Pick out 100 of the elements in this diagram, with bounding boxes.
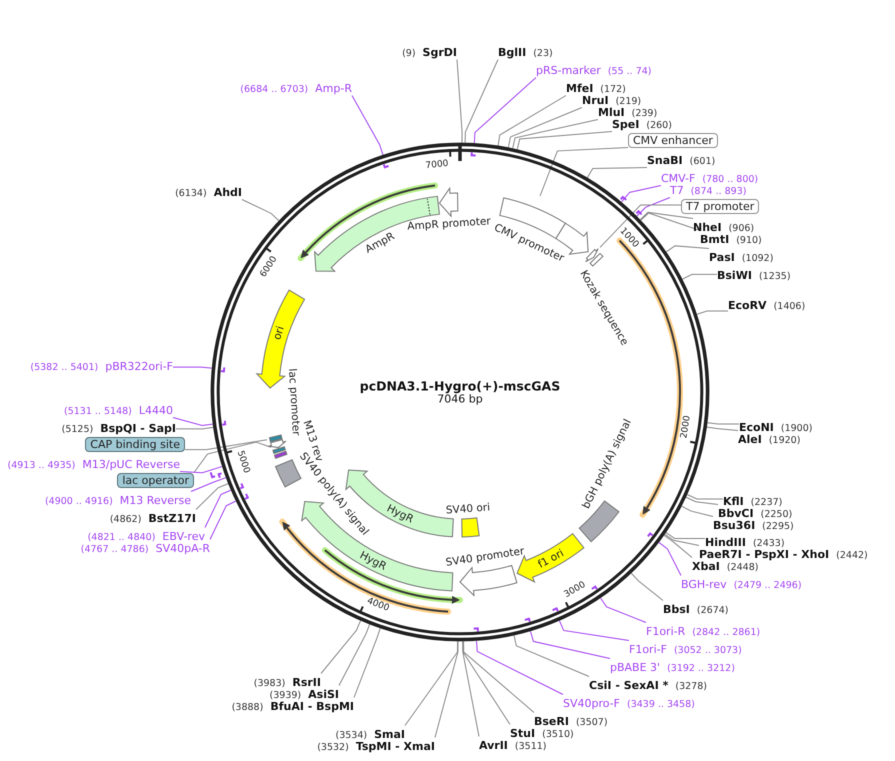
site-position: (172) xyxy=(600,84,626,94)
primer-name: pRS-marker xyxy=(536,64,601,76)
site-position: (2250) xyxy=(760,508,792,520)
leader-line xyxy=(666,245,710,252)
site-position: (9) xyxy=(402,48,416,58)
enzyme-name: SmaI xyxy=(374,728,405,740)
enzyme-name: BbsI xyxy=(663,602,690,616)
feature-label: f1 ori xyxy=(536,547,566,571)
leader-line xyxy=(600,204,682,248)
leader-line xyxy=(210,500,236,540)
enzyme-name: CsiI - SexAI * xyxy=(589,678,668,692)
enzyme-name: PaeR7I - PspXI - XhoI xyxy=(699,548,830,560)
leader-line xyxy=(666,532,706,540)
enzyme-name: NruI xyxy=(582,94,609,106)
leader-line xyxy=(586,167,648,178)
enzyme-name: RsrII xyxy=(292,676,321,688)
leader-line xyxy=(434,640,458,738)
enzyme-name: BsiWI xyxy=(717,268,752,282)
leader-line xyxy=(514,634,590,677)
leader-line xyxy=(320,620,362,674)
primer-position: (55 .. 74) xyxy=(608,66,652,76)
primer-position: (2842 .. 2861) xyxy=(692,626,760,638)
enzyme-name: NheI xyxy=(693,220,722,234)
enzyme-name: AhdI xyxy=(214,186,242,198)
primer-name: L4440 xyxy=(138,404,173,416)
site-position: (2433) xyxy=(752,538,785,548)
primer-name: BGH-rev xyxy=(681,578,727,590)
primer-position: (4767 .. 4786) xyxy=(80,544,149,554)
feature-label: ori xyxy=(271,324,288,342)
enzyme-name: AvrII xyxy=(479,738,508,752)
leader-line xyxy=(190,477,226,492)
leader-line xyxy=(456,59,463,144)
enzyme-name: BbvCI xyxy=(718,506,754,520)
enzyme-name: Bsu36I xyxy=(713,518,756,532)
site-position: (3510) xyxy=(542,728,574,740)
leader-line xyxy=(476,640,564,695)
leader-line xyxy=(508,107,582,148)
leader-line xyxy=(184,439,268,450)
primer-position: (6684 .. 6703) xyxy=(240,84,308,94)
site-position: (219) xyxy=(616,96,642,106)
leader-line xyxy=(630,572,664,601)
primer-position: (780 .. 800) xyxy=(702,174,758,184)
enzyme-name: HindIII xyxy=(705,536,746,548)
primer-name: F1ori-F xyxy=(629,642,667,656)
primer-position: (4913 .. 4935) xyxy=(8,460,76,470)
leader-line xyxy=(338,624,370,686)
site-position: (601) xyxy=(690,156,716,166)
feature-label: SV40 ori xyxy=(446,501,491,516)
site-position: (3983) xyxy=(254,678,286,688)
primer-position: (5131 .. 5148) xyxy=(64,406,132,416)
enzyme-name: PasI xyxy=(709,250,735,264)
leader-line xyxy=(664,534,700,546)
leader-line xyxy=(474,77,536,144)
leader-line xyxy=(176,426,214,430)
primer-position: (2479 .. 2496) xyxy=(734,580,802,590)
leader-line xyxy=(558,620,630,641)
primer-name: CMV-F xyxy=(661,172,696,184)
site-position: (5125) xyxy=(62,424,94,434)
feature-label: SV40 promoter xyxy=(444,545,525,569)
leader-line xyxy=(204,490,232,528)
primer-name: Amp-R xyxy=(315,82,352,94)
leader-line xyxy=(194,442,272,473)
enzyme-name: EcoRV xyxy=(728,298,767,312)
enzyme-name: BseRI xyxy=(534,714,569,728)
enzyme-name: AleI xyxy=(738,432,762,446)
primer-position: (3052 .. 3073) xyxy=(674,644,742,656)
leader-line xyxy=(242,199,280,222)
site-position: (910) xyxy=(736,234,762,246)
site-position: (906) xyxy=(728,222,754,234)
enzyme-name: BspQI - SapI xyxy=(100,422,176,434)
primer-position: (3192 .. 3212) xyxy=(667,662,735,674)
leader-line xyxy=(640,212,700,231)
leader-line xyxy=(180,466,222,474)
site-position: (2237) xyxy=(750,496,782,508)
site-position: (3939) xyxy=(270,690,302,700)
primer-name: M13 Reverse xyxy=(120,494,191,506)
site-position: (4862) xyxy=(110,514,142,524)
leader-line xyxy=(707,422,740,425)
enzyme-name: XbaI xyxy=(692,560,720,572)
leader-line xyxy=(681,506,714,517)
leader-line xyxy=(682,274,718,280)
primer-name: SV40pro-F xyxy=(563,696,620,710)
feature-callout: lac operator xyxy=(117,472,194,488)
enzyme-name: BmtI xyxy=(700,232,730,246)
enzyme-name: TspMI - XmaI xyxy=(356,740,435,752)
primer-position: (5382 .. 5401) xyxy=(30,362,98,372)
leader-line xyxy=(686,494,724,500)
primer-position: (3439 .. 3458) xyxy=(627,698,695,710)
leader-line xyxy=(404,640,458,726)
enzyme-name: MfeI xyxy=(566,82,594,94)
site-position: (1406) xyxy=(774,300,806,312)
enzyme-name: SgrDI xyxy=(422,46,457,58)
leader-line xyxy=(352,95,384,156)
site-position: (2448) xyxy=(726,562,758,572)
primer-position: (4821 .. 4840) xyxy=(88,532,156,542)
scale-label: 2000 xyxy=(679,414,692,439)
leader-line xyxy=(512,119,598,149)
leader-line xyxy=(600,598,646,623)
leader-line xyxy=(636,197,670,217)
primer-name: pBR322ori-F xyxy=(105,360,173,372)
